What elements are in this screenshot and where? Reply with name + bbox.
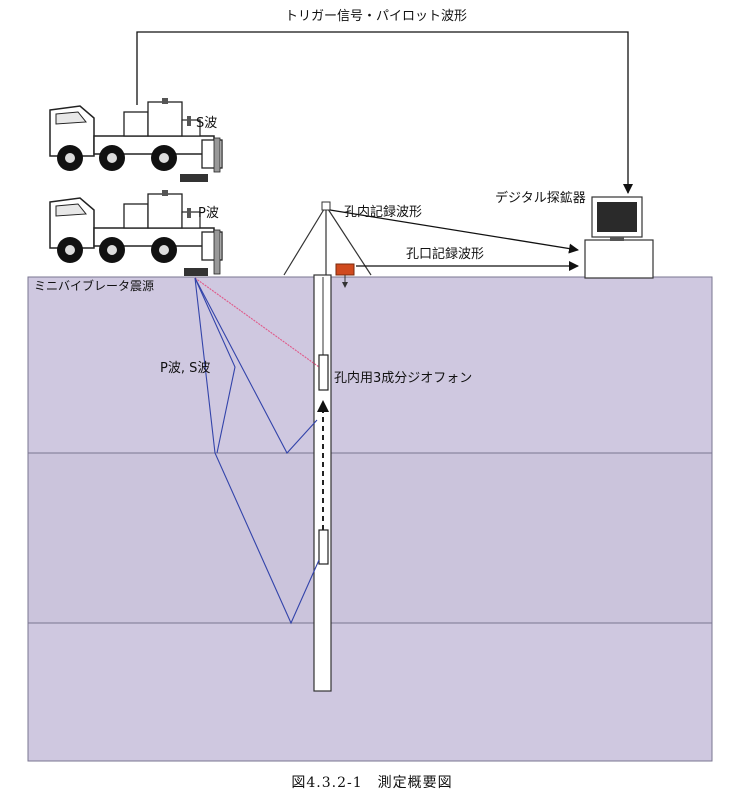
- p-wave-truck-label: P波: [198, 206, 219, 221]
- ray-layer-2: [194, 277, 320, 625]
- borehole-mouth-record-label: 孔口記録波形: [406, 247, 485, 262]
- s-wave-truck-label: S波: [196, 116, 218, 131]
- ground-layer-3: [27, 622, 713, 762]
- trigger-signal-line: [136, 31, 633, 194]
- trigger-signal-label: トリガー信号・パイロット波形: [285, 9, 468, 24]
- borehole-record-label: 孔内記録波形: [344, 205, 423, 220]
- seismic-rays: [194, 277, 320, 625]
- ground-layer-1: [27, 276, 713, 454]
- ground-layer-2: [27, 452, 713, 624]
- truck-icon: [49, 190, 223, 276]
- digital-recorder-label: デジタル探鉱器: [495, 191, 586, 206]
- figure-caption: 図4.3.2-1 測定概要図: [291, 775, 453, 791]
- truck-icon: [49, 98, 223, 182]
- p-s-wave-label: P波, S波: [160, 361, 211, 376]
- ground-layers: [27, 276, 713, 762]
- mini-vibrator-source-label: ミニバイブレータ震源: [34, 279, 155, 293]
- ray-layer-1: [194, 277, 318, 454]
- geophone-icon: [317, 354, 329, 565]
- record-waveform-arrows: [329, 209, 579, 271]
- borehole-mouth-sensor: [335, 263, 355, 288]
- ray-refracted: [194, 277, 236, 454]
- tripod-icon: [283, 201, 372, 277]
- monitor-icon: [584, 196, 654, 279]
- borehole-geophone-label: 孔内用3成分ジオフォン: [334, 371, 473, 386]
- direct-ray: [194, 277, 320, 368]
